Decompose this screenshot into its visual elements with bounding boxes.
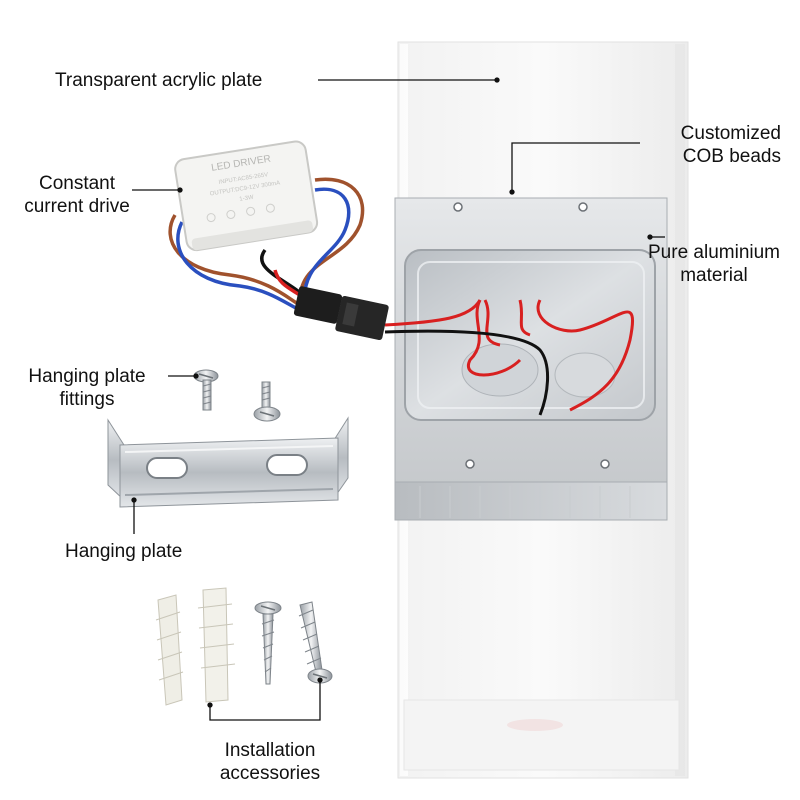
- label-drive-line1: Constant: [38, 173, 116, 194]
- label-cob-beads: Customized COB beads: [640, 122, 781, 168]
- label-alu-line1: Pure aluminium: [648, 242, 780, 263]
- wall-anchor-1: [155, 594, 184, 706]
- label-acrylic-text: Transparent acrylic plate: [55, 70, 263, 91]
- label-install-line2: accessories: [219, 763, 321, 784]
- label-acrylic-plate: Transparent acrylic plate: [55, 69, 262, 92]
- label-hanging-plate: Hanging plate: [65, 540, 182, 563]
- label-aluminium-material: Pure aluminium material: [634, 241, 794, 287]
- leader-lines: [131, 77, 665, 721]
- installation-screw-1: [254, 601, 282, 685]
- label-fittings-line1: Hanging plate: [28, 366, 146, 387]
- label-hanging-plate-text: Hanging plate: [65, 541, 183, 562]
- wall-anchor-2: [197, 587, 236, 703]
- label-alu-line2: material: [680, 265, 748, 286]
- label-installation-accessories: Installation accessories: [200, 739, 340, 785]
- led-driver-box: LED DRIVER INPUT:AC85-265V OUTPUT:DC9-12…: [174, 140, 319, 252]
- aluminium-housing: [384, 197, 668, 521]
- label-fittings-line2: fittings: [59, 389, 115, 410]
- hanging-plate-screw-2: [253, 381, 281, 422]
- label-cob-line1: Customized: [680, 123, 781, 144]
- label-drive-line2: current drive: [24, 196, 130, 217]
- installation-screw-2: [298, 601, 333, 684]
- label-install-line1: Installation: [224, 740, 316, 761]
- label-constant-current-drive: Constant current drive: [14, 172, 140, 218]
- hanging-plate-bracket: [107, 416, 349, 508]
- driver-spec-line3: 1-3W: [239, 195, 254, 203]
- label-cob-line2: COB beads: [682, 146, 781, 167]
- label-hanging-plate-fittings: Hanging plate fittings: [14, 365, 160, 411]
- connector-plug: [293, 286, 389, 341]
